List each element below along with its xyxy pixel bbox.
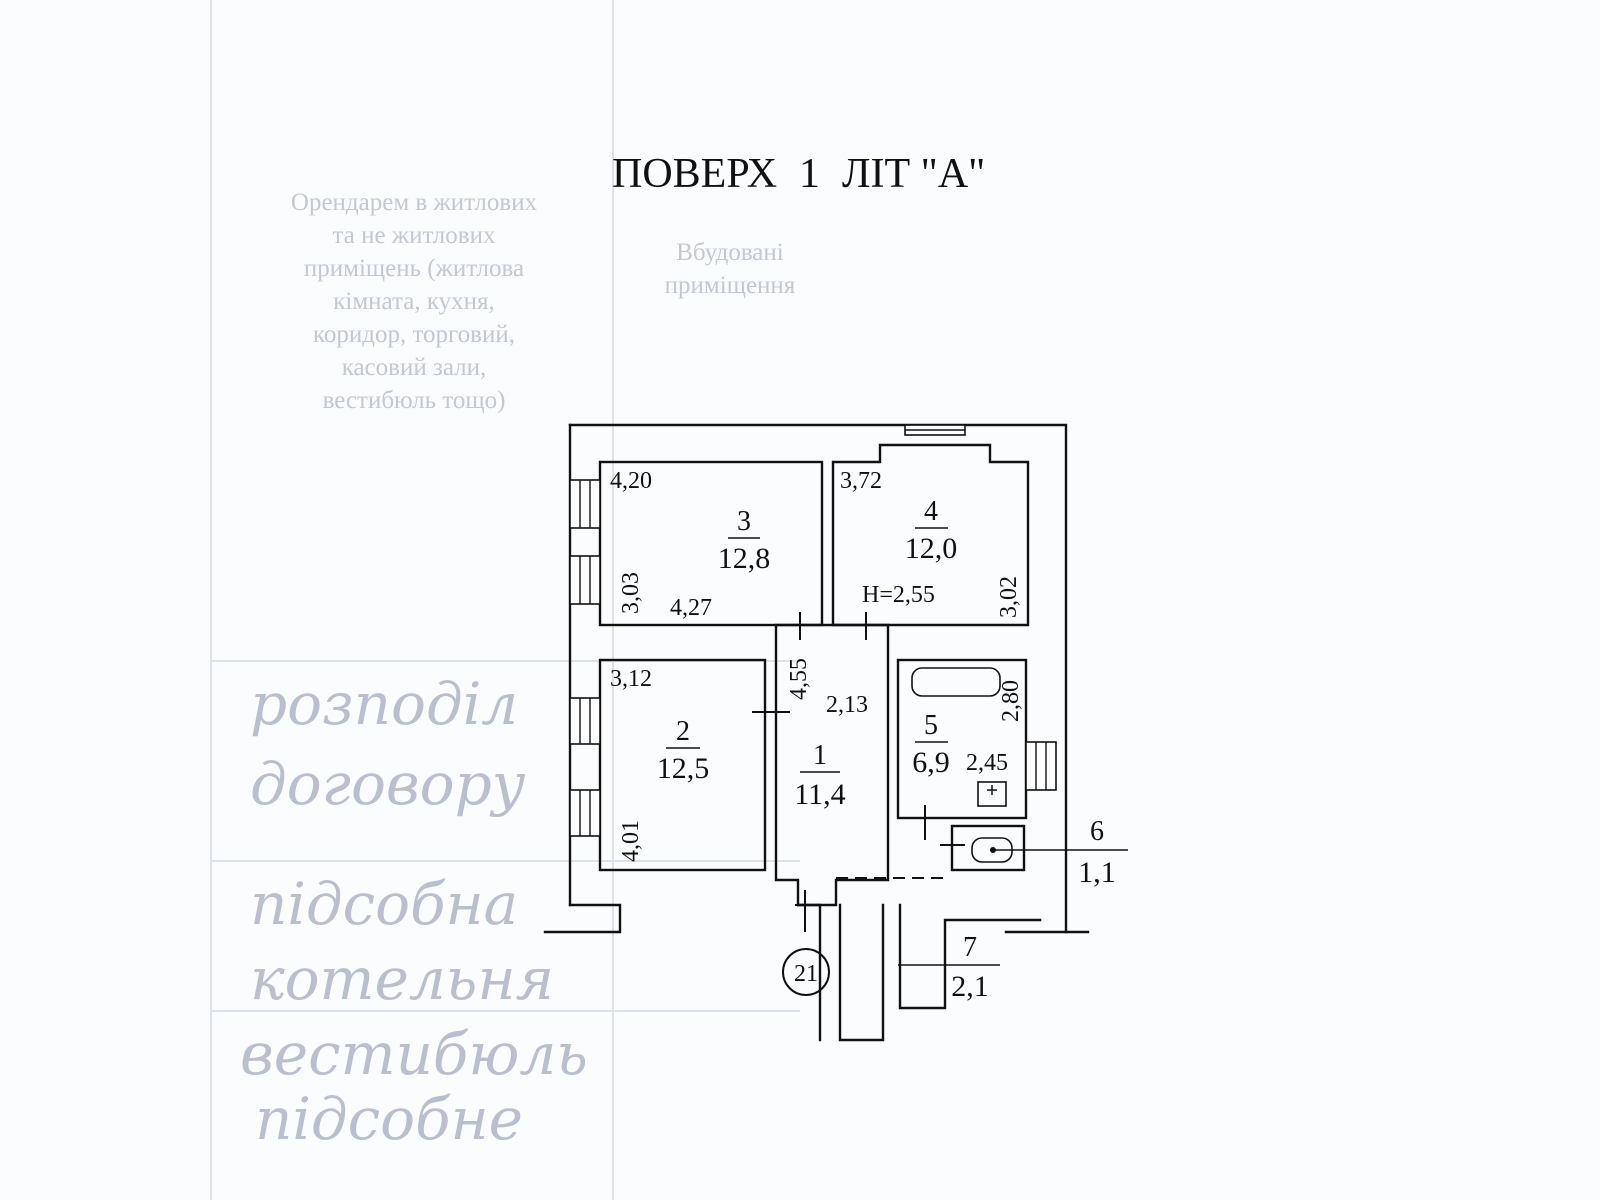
handwriting-3: підсобна	[250, 870, 519, 938]
ghost-rule-vertical-1	[210, 0, 212, 1200]
ghost-rule-horizontal-3	[210, 1010, 800, 1012]
sink	[977, 781, 1007, 807]
ghost-rule-horizontal-1	[210, 660, 800, 662]
room-2-number: 2	[676, 716, 690, 747]
porch-walls	[898, 903, 1042, 1010]
handwriting-2: договору	[250, 750, 526, 818]
room-3-outline	[598, 460, 824, 627]
room-4-outline	[831, 443, 1030, 627]
outer-wall-top	[568, 423, 1068, 934]
title-floor-word: ПОВЕРХ	[612, 151, 778, 197]
ghost-text-left: Орендарем в житлових та не житлових прим…	[290, 189, 538, 414]
title-floor-number: 1	[799, 151, 821, 197]
dim-ceiling-height: H=2,55	[862, 582, 935, 608]
door-room2	[752, 700, 790, 724]
window-room3-a	[569, 479, 601, 529]
window-room2-a	[569, 697, 601, 745]
dim-room4-height: 3,02	[996, 576, 1022, 618]
room-5-number: 5	[924, 710, 938, 741]
stair-marker-circle	[782, 948, 830, 996]
room-7-area: 2,1	[951, 970, 989, 1003]
window-room2-b	[569, 789, 601, 837]
dim-room4-width: 3,72	[840, 468, 882, 494]
title-letter: ЛІТ "А"	[842, 151, 986, 197]
room-5-outline	[896, 658, 1028, 820]
room-3-area: 12,8	[718, 542, 771, 575]
room-2-area: 12,5	[657, 752, 710, 785]
room-4-number: 4	[924, 496, 938, 527]
room-1-outline	[774, 623, 890, 907]
window-room3-b	[569, 555, 601, 605]
handwriting-1: розподіл	[250, 670, 519, 738]
window-mullions	[579, 429, 1047, 836]
room-6-number: 6	[1090, 816, 1104, 847]
room-1-area: 11,4	[794, 778, 845, 811]
dim-room5-width: 2,45	[966, 750, 1008, 776]
ghost-rule-vertical-2	[612, 0, 614, 1200]
room-7-number: 7	[963, 932, 977, 963]
dim-room2-width: 3,12	[610, 666, 652, 692]
room-4-area: 12,0	[905, 532, 958, 565]
door-entrance	[795, 890, 822, 932]
ghost-text-right: Вбудовані приміщення	[664, 239, 796, 299]
sink-cross	[987, 785, 997, 795]
dim-room3-height: 3,03	[618, 572, 644, 614]
room-6-area: 1,1	[1078, 856, 1116, 889]
dim-room1-length: 4,55	[786, 658, 812, 700]
window-room5	[1025, 741, 1057, 791]
room-5-area: 6,9	[912, 746, 950, 779]
outer-wall-bottom-left	[543, 903, 622, 934]
plan-title: ПОВЕРХ 1 ЛІТ "А"	[612, 150, 985, 198]
handwriting-6: підсобне	[255, 1085, 523, 1153]
dim-room2-height: 4,01	[618, 820, 644, 862]
room-2-outline	[598, 658, 767, 872]
room-6-outline	[950, 824, 1026, 872]
handwriting-5: вестибюль	[240, 1020, 588, 1088]
room-7-walls	[838, 903, 885, 1042]
dim-room1-width: 2,13	[826, 692, 868, 718]
dim-room3-width-top: 4,20	[610, 468, 652, 494]
bathtub	[911, 667, 1001, 697]
stair-marker-number: 21	[794, 961, 818, 987]
door-room4	[852, 612, 880, 640]
room-3-number: 3	[737, 506, 751, 537]
room-1-number: 1	[813, 740, 827, 771]
handwriting-4: котельня	[250, 945, 554, 1013]
dim-room5-height: 2,80	[998, 680, 1024, 722]
ghost-rule-horizontal-2	[210, 860, 800, 862]
dim-room3-width-bottom: 4,27	[670, 595, 712, 621]
door-room3	[788, 612, 812, 640]
